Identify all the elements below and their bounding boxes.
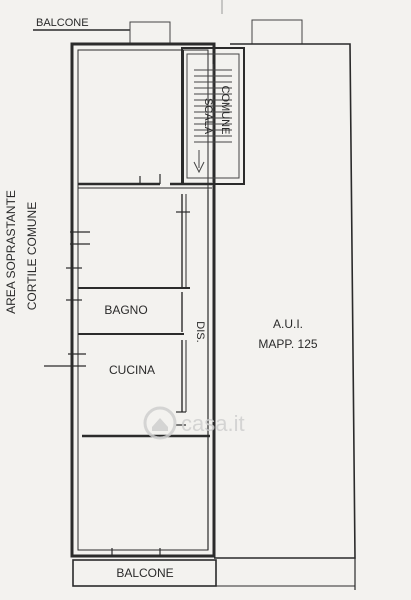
dis-label: DIS. (194, 321, 206, 342)
opening-marks (44, 174, 190, 556)
comune-label: COMUNE (219, 86, 231, 135)
cucina-label: CUCINA (109, 363, 155, 377)
stair-core: SCALA COMUNE (181, 47, 245, 185)
aui-block: A.U.I. MAPP. 125 (214, 19, 356, 590)
balcone-bottom-label: BALCONE (116, 566, 173, 580)
balcone-top-label: BALCONE (36, 17, 89, 29)
bagno-label: BAGNO (104, 303, 147, 317)
watermark: casa.it (143, 406, 245, 440)
cortile-comune-label: CORTILE COMUNE (25, 202, 39, 310)
interior-walls (78, 50, 212, 550)
top-balcony: BALCONE (33, 17, 171, 45)
casa-house-icon (143, 406, 177, 440)
aui-label: A.U.I. (273, 317, 303, 331)
area-soprastante-label: AREA SOPRASTANTE (4, 190, 18, 314)
mapp-label: MAPP. 125 (258, 337, 317, 351)
scala-label: SCALA (202, 98, 214, 135)
watermark-text: casa.it (181, 411, 245, 436)
stair-arrow-icon (193, 150, 205, 174)
bottom-balcony: BALCONE (72, 559, 355, 587)
apartment-outline (70, 42, 216, 558)
